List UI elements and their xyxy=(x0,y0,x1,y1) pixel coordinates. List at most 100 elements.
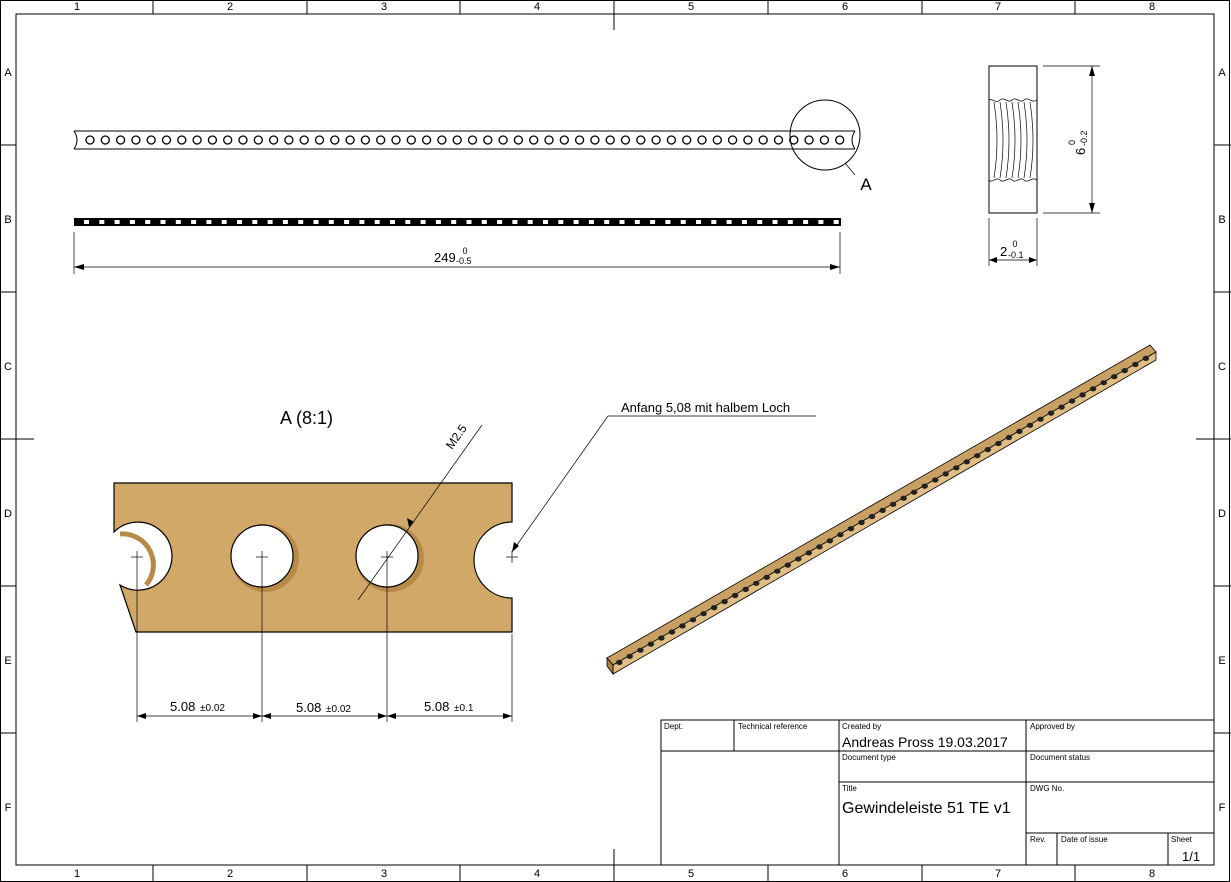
iso-hole xyxy=(1037,416,1044,422)
iso-hole xyxy=(710,605,718,611)
strip-hole-mark xyxy=(99,220,105,224)
strip-hole-mark xyxy=(237,220,242,224)
strip-hole xyxy=(636,135,646,145)
strip-hole-mark xyxy=(803,220,809,224)
col-label-bottom: 7 xyxy=(995,868,1001,880)
strip-hole-mark xyxy=(466,220,472,224)
strip-hole xyxy=(804,135,814,145)
strip-hole xyxy=(299,135,309,145)
detail-view: A (8:1) M2.5 Anfang 5,08 mit halbem Loch xyxy=(113,400,816,722)
col-label-top: 6 xyxy=(842,1,848,13)
iso-hole xyxy=(974,453,981,459)
iso-hole xyxy=(1089,386,1097,392)
strip-hole-mark xyxy=(344,220,350,224)
strip-hole xyxy=(268,135,279,145)
thread-lines xyxy=(993,101,1034,179)
strip-hole-mark xyxy=(405,220,411,224)
top-view: 249 0 -0.5 xyxy=(73,218,841,274)
isometric-holes xyxy=(616,355,1150,666)
strip-hole xyxy=(467,135,478,145)
tech-ref-label: Technical reference xyxy=(738,722,808,731)
iso-hole xyxy=(953,465,960,471)
iso-hole xyxy=(774,568,781,574)
approved-by-label: Approved by xyxy=(1030,722,1075,731)
strip-hole xyxy=(192,135,202,145)
row-label-left: D xyxy=(4,508,12,520)
detail-marker-label: A xyxy=(860,175,872,194)
width-dim-base: 2 xyxy=(1000,244,1007,259)
strip-hole xyxy=(789,135,799,145)
strip-hole-mark xyxy=(680,220,686,224)
strip-hole xyxy=(773,135,784,145)
iso-hole xyxy=(1005,434,1013,441)
height-dim-lower: -0.2 xyxy=(1079,130,1089,146)
strip-hole-mark xyxy=(114,220,120,224)
detail-title: A (8:1) xyxy=(280,408,333,428)
strip-hole-mark xyxy=(833,220,839,224)
strip-hole xyxy=(161,135,172,145)
strip-hole-mark xyxy=(390,220,395,224)
iso-hole xyxy=(763,574,770,580)
strip-hole-mark xyxy=(282,220,288,224)
iso-hole xyxy=(816,544,823,550)
iso-hole xyxy=(1047,410,1055,416)
strip-hole xyxy=(559,135,569,145)
iso-hole xyxy=(689,617,697,623)
created-by-label: Created by xyxy=(842,722,881,731)
strip-hole-mark xyxy=(741,220,747,224)
strip-hole xyxy=(85,135,95,145)
strip-hole xyxy=(513,135,524,145)
iso-hole xyxy=(1016,428,1023,434)
row-label-right: B xyxy=(1218,214,1225,226)
iso-hole xyxy=(668,629,676,635)
iso-hole xyxy=(910,489,918,495)
strip-hole-mark xyxy=(175,220,181,224)
strip-hole xyxy=(207,135,218,145)
side-view: 6 0 -0.2 2 0 -0.1 xyxy=(988,65,1100,266)
iso-hole xyxy=(826,538,834,544)
strip-hole-mark xyxy=(604,220,610,224)
iso-hole xyxy=(1111,374,1118,380)
iso-hole xyxy=(879,507,886,513)
row-label-left: E xyxy=(4,655,11,667)
strip-hole-mark xyxy=(696,220,701,224)
strip-hole-mark xyxy=(527,220,533,224)
strip-hole-mark xyxy=(619,220,625,224)
strip-hole-mark xyxy=(328,220,334,224)
strip-hole xyxy=(544,135,554,145)
iso-hole xyxy=(1132,361,1139,368)
isometric-view xyxy=(606,344,1157,676)
iso-hole xyxy=(942,471,949,477)
strip-hole xyxy=(376,135,386,145)
strip-hole-mark xyxy=(359,220,365,224)
inner-frame xyxy=(15,13,1215,866)
strip-hole-mark xyxy=(191,220,197,224)
strip-hole xyxy=(100,135,110,145)
strip-hole-mark xyxy=(757,220,763,224)
iso-hole xyxy=(1100,380,1107,386)
front-view-holes xyxy=(85,135,845,145)
iso-hole xyxy=(753,580,760,586)
strip-hole xyxy=(421,135,432,145)
iso-hole xyxy=(637,647,644,653)
strip-hole xyxy=(284,135,294,145)
pitch-dim-tol: ±0.02 xyxy=(326,704,351,715)
strip-hole-mark xyxy=(84,220,89,224)
col-label-bottom: 2 xyxy=(227,868,233,880)
strip-hole-mark xyxy=(512,220,518,224)
strip-hole-mark xyxy=(787,220,793,224)
iso-hole xyxy=(679,623,686,629)
strip-hole-mark xyxy=(711,220,717,224)
strip-hole-mark xyxy=(267,220,273,224)
strip-hole xyxy=(406,135,416,145)
pitch-dim-tol: ±0.1 xyxy=(454,703,474,714)
top-view-strip xyxy=(74,218,841,226)
width-dim-upper: 0 xyxy=(1012,239,1017,249)
strip-hole xyxy=(483,135,493,145)
title-block: Dept. Technical reference Created by And… xyxy=(660,719,1215,866)
iso-hole xyxy=(1121,368,1128,374)
title-label: Title xyxy=(842,784,857,793)
strip-hole-mark xyxy=(129,220,135,224)
pitch-dim-base: 5.08 xyxy=(424,699,449,714)
